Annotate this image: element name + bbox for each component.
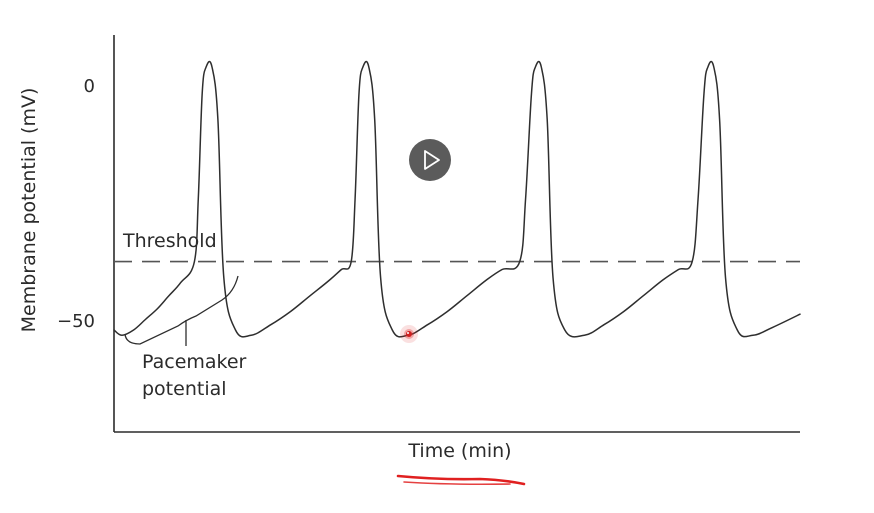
y-axis-label: Membrane potential (mV): [18, 88, 40, 333]
pacemaker-label-line2: potential: [142, 378, 227, 400]
red-underline-mark: [396, 474, 526, 486]
y-tick-label: −50: [57, 311, 95, 332]
cursor-indicator: [400, 325, 418, 343]
x-axis-label: Time (min): [407, 440, 511, 462]
membrane-potential-trace: [113, 60, 801, 338]
threshold-label: Threshold: [122, 230, 217, 252]
red-underline-mark-2: [403, 481, 511, 486]
y-tick-label: 0: [84, 76, 95, 97]
play-button[interactable]: [409, 139, 451, 181]
pacemaker-bracket: [124, 275, 239, 345]
play-icon: [424, 150, 440, 170]
pacemaker-label-line1: Pacemaker: [142, 351, 247, 373]
